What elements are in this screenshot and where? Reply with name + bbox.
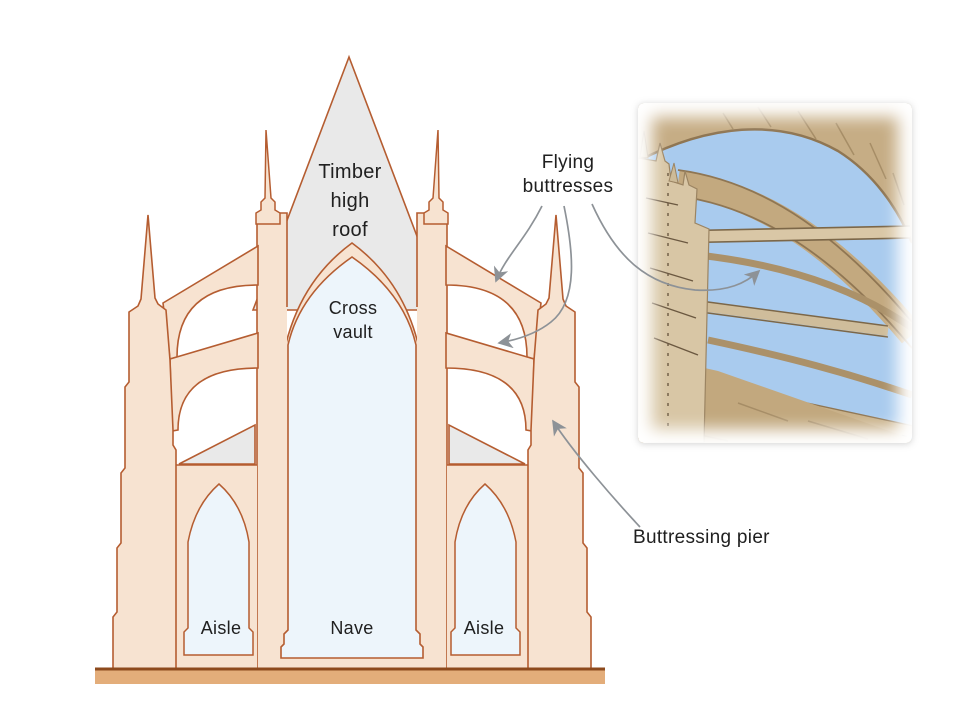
photo-tower-pinnacles xyxy=(639,130,679,184)
cross-vault-line1: Cross xyxy=(328,298,378,318)
photo-lower-wall xyxy=(638,353,912,443)
photo-under-arc-2 xyxy=(707,336,912,399)
cross-vault-line2: vault xyxy=(333,322,373,342)
nave-pinnacle-left xyxy=(255,129,281,225)
aisle-roof-right xyxy=(448,423,526,465)
aisle-roof-left xyxy=(178,423,256,465)
nave-pinnacle-right xyxy=(423,129,449,225)
arrow-flying-buttress-lower xyxy=(497,205,573,349)
timber-high-roof-label: Timber high roof xyxy=(318,158,381,245)
aisle-opening-right xyxy=(450,483,521,656)
timber-label-line3: roof xyxy=(332,219,368,241)
flying-buttresses-label: Flying buttresses xyxy=(523,151,614,199)
buttressing-pier-left xyxy=(112,214,177,671)
photo-arch-band-bottom-edge xyxy=(677,195,912,349)
cross-vault-label: Cross vault xyxy=(329,296,378,344)
photo-vault-mass xyxy=(638,103,912,243)
nave-wall-right xyxy=(417,213,447,670)
photo-illustration xyxy=(638,103,912,443)
photo-tower xyxy=(638,142,710,443)
aisle-opening-left xyxy=(183,483,254,656)
annotation-arrows xyxy=(493,203,761,528)
ground-strip xyxy=(95,669,605,684)
photo-vault-edge xyxy=(638,128,912,244)
cross-vault-opening xyxy=(280,256,424,659)
flying-buttress-lower-right xyxy=(445,331,535,432)
photo-tower-detail xyxy=(645,173,699,433)
photo-beam-2-edge xyxy=(692,310,889,338)
flying-buttress-lower-left xyxy=(169,331,259,432)
flying-line1: Flying xyxy=(541,152,595,173)
timber-label-line1: Timber xyxy=(318,161,382,183)
buttressing-pier-right xyxy=(527,214,592,671)
nave-wall-left xyxy=(257,213,287,670)
flying-buttresses-photo xyxy=(638,103,912,443)
aisle-left-label: Aisle xyxy=(200,618,242,638)
photo-arch-band-top-edge xyxy=(677,169,912,323)
photo-beam-2 xyxy=(692,300,889,336)
photo-masonry-joints xyxy=(722,106,905,206)
arrow-buttressing-pier xyxy=(552,419,641,528)
aisle-right-label: Aisle xyxy=(463,618,505,638)
arrow-flying-buttress-upper xyxy=(493,205,543,283)
timber-label-line2: high xyxy=(330,190,370,212)
nave-label: Nave xyxy=(330,618,374,638)
photo-under-arc-1 xyxy=(697,251,912,331)
photo-beam-2-edge xyxy=(692,299,889,327)
arrow-flying-buttress-photo xyxy=(591,203,761,292)
buttressing-pier-label: Buttressing pier xyxy=(633,527,770,548)
flying-line2: buttresses xyxy=(522,176,614,197)
